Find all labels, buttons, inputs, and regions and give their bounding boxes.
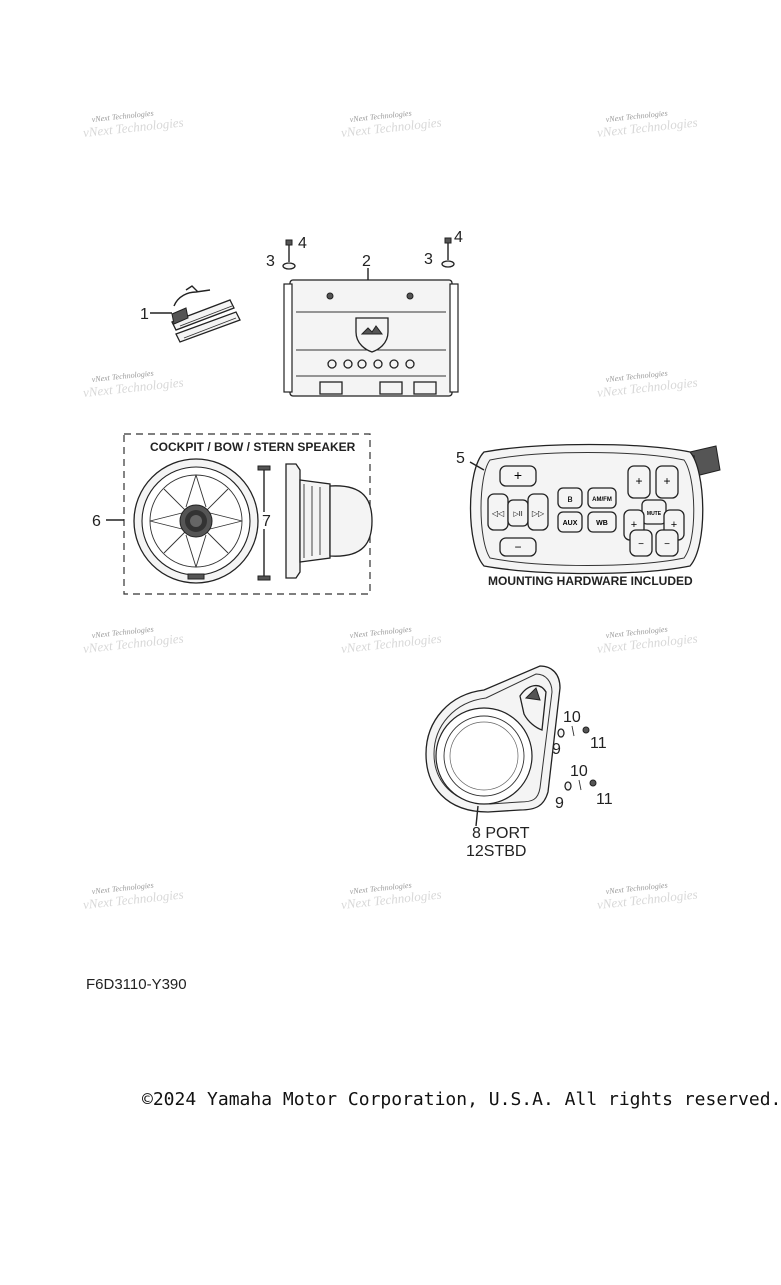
callout-6: 6: [92, 513, 101, 530]
leader-line: [469, 461, 485, 471]
diagram-code: F6D3110-Y390: [86, 976, 187, 993]
part-3-4-hardware-left: 3 4: [266, 235, 307, 270]
part-2-amplifier: 2: [283, 253, 459, 397]
btn-minus-left: −: [514, 540, 521, 554]
callout-3: 3: [424, 251, 433, 268]
btn-plus-right-top: +: [635, 474, 642, 488]
btn-next: ▷▷: [532, 509, 545, 518]
btn-mute: MUTE: [647, 511, 662, 517]
btn-plus-left: +: [514, 467, 522, 483]
btn-prev: ◁◁: [492, 509, 505, 518]
callout-12: 12STBD: [466, 843, 526, 860]
callout-9: 9: [555, 795, 564, 812]
part-9-10-11-hardware-lower: 10 9 11: [555, 763, 613, 812]
callout-2: 2: [362, 253, 371, 270]
callout-7: 7: [262, 513, 271, 530]
btn-minus-right-1: −: [638, 539, 644, 550]
callout-4: 4: [454, 229, 463, 246]
callout-4: 4: [298, 235, 307, 252]
callout-11: 11: [590, 735, 607, 752]
speaker-caption: COCKPIT / BOW / STERN SPEAKER: [150, 440, 356, 454]
btn-wb: WB: [596, 520, 608, 527]
btn-amfm: AM/FM: [592, 497, 612, 503]
btn-plus-right-top2: +: [663, 474, 670, 488]
callout-3: 3: [266, 253, 275, 270]
callout-11: 11: [596, 791, 613, 808]
copyright-notice: ©2024 Yamaha Motor Corporation, U.S.A. A…: [142, 1089, 781, 1110]
callout-8: 8 PORT: [472, 825, 530, 842]
speaker-group: COCKPIT / BOW / STERN SPEAKER 6 7: [92, 433, 373, 595]
btn-aux: AUX: [563, 520, 578, 527]
btn-minus-right-2: −: [664, 539, 670, 550]
part-1-harness: 1: [140, 285, 241, 343]
btn-bluetooth: ʙ: [567, 494, 572, 505]
part-8-12-housing: 8 PORT 12STBD: [425, 665, 561, 860]
btn-plus-right-left: +: [631, 519, 637, 531]
mounting-caption: MOUNTING HARDWARE INCLUDED: [488, 574, 693, 588]
btn-play: ▷II: [513, 511, 522, 518]
btn-plus-right-right: +: [671, 519, 677, 531]
leader-line: [475, 805, 479, 827]
part-5-remote: + ◁◁ ▷II ▷▷ − ʙ AM/FM AUX WB + + MUTE + …: [456, 443, 721, 588]
callout-10: 10: [570, 763, 588, 780]
callout-5: 5: [456, 450, 465, 467]
callout-1: 1: [140, 306, 149, 323]
callout-10: 10: [563, 709, 581, 726]
part-3-4-hardware-right: 3 4: [424, 229, 463, 268]
callout-9: 9: [552, 741, 561, 758]
part-9-10-11-hardware-upper: 10 9 11: [552, 709, 607, 758]
